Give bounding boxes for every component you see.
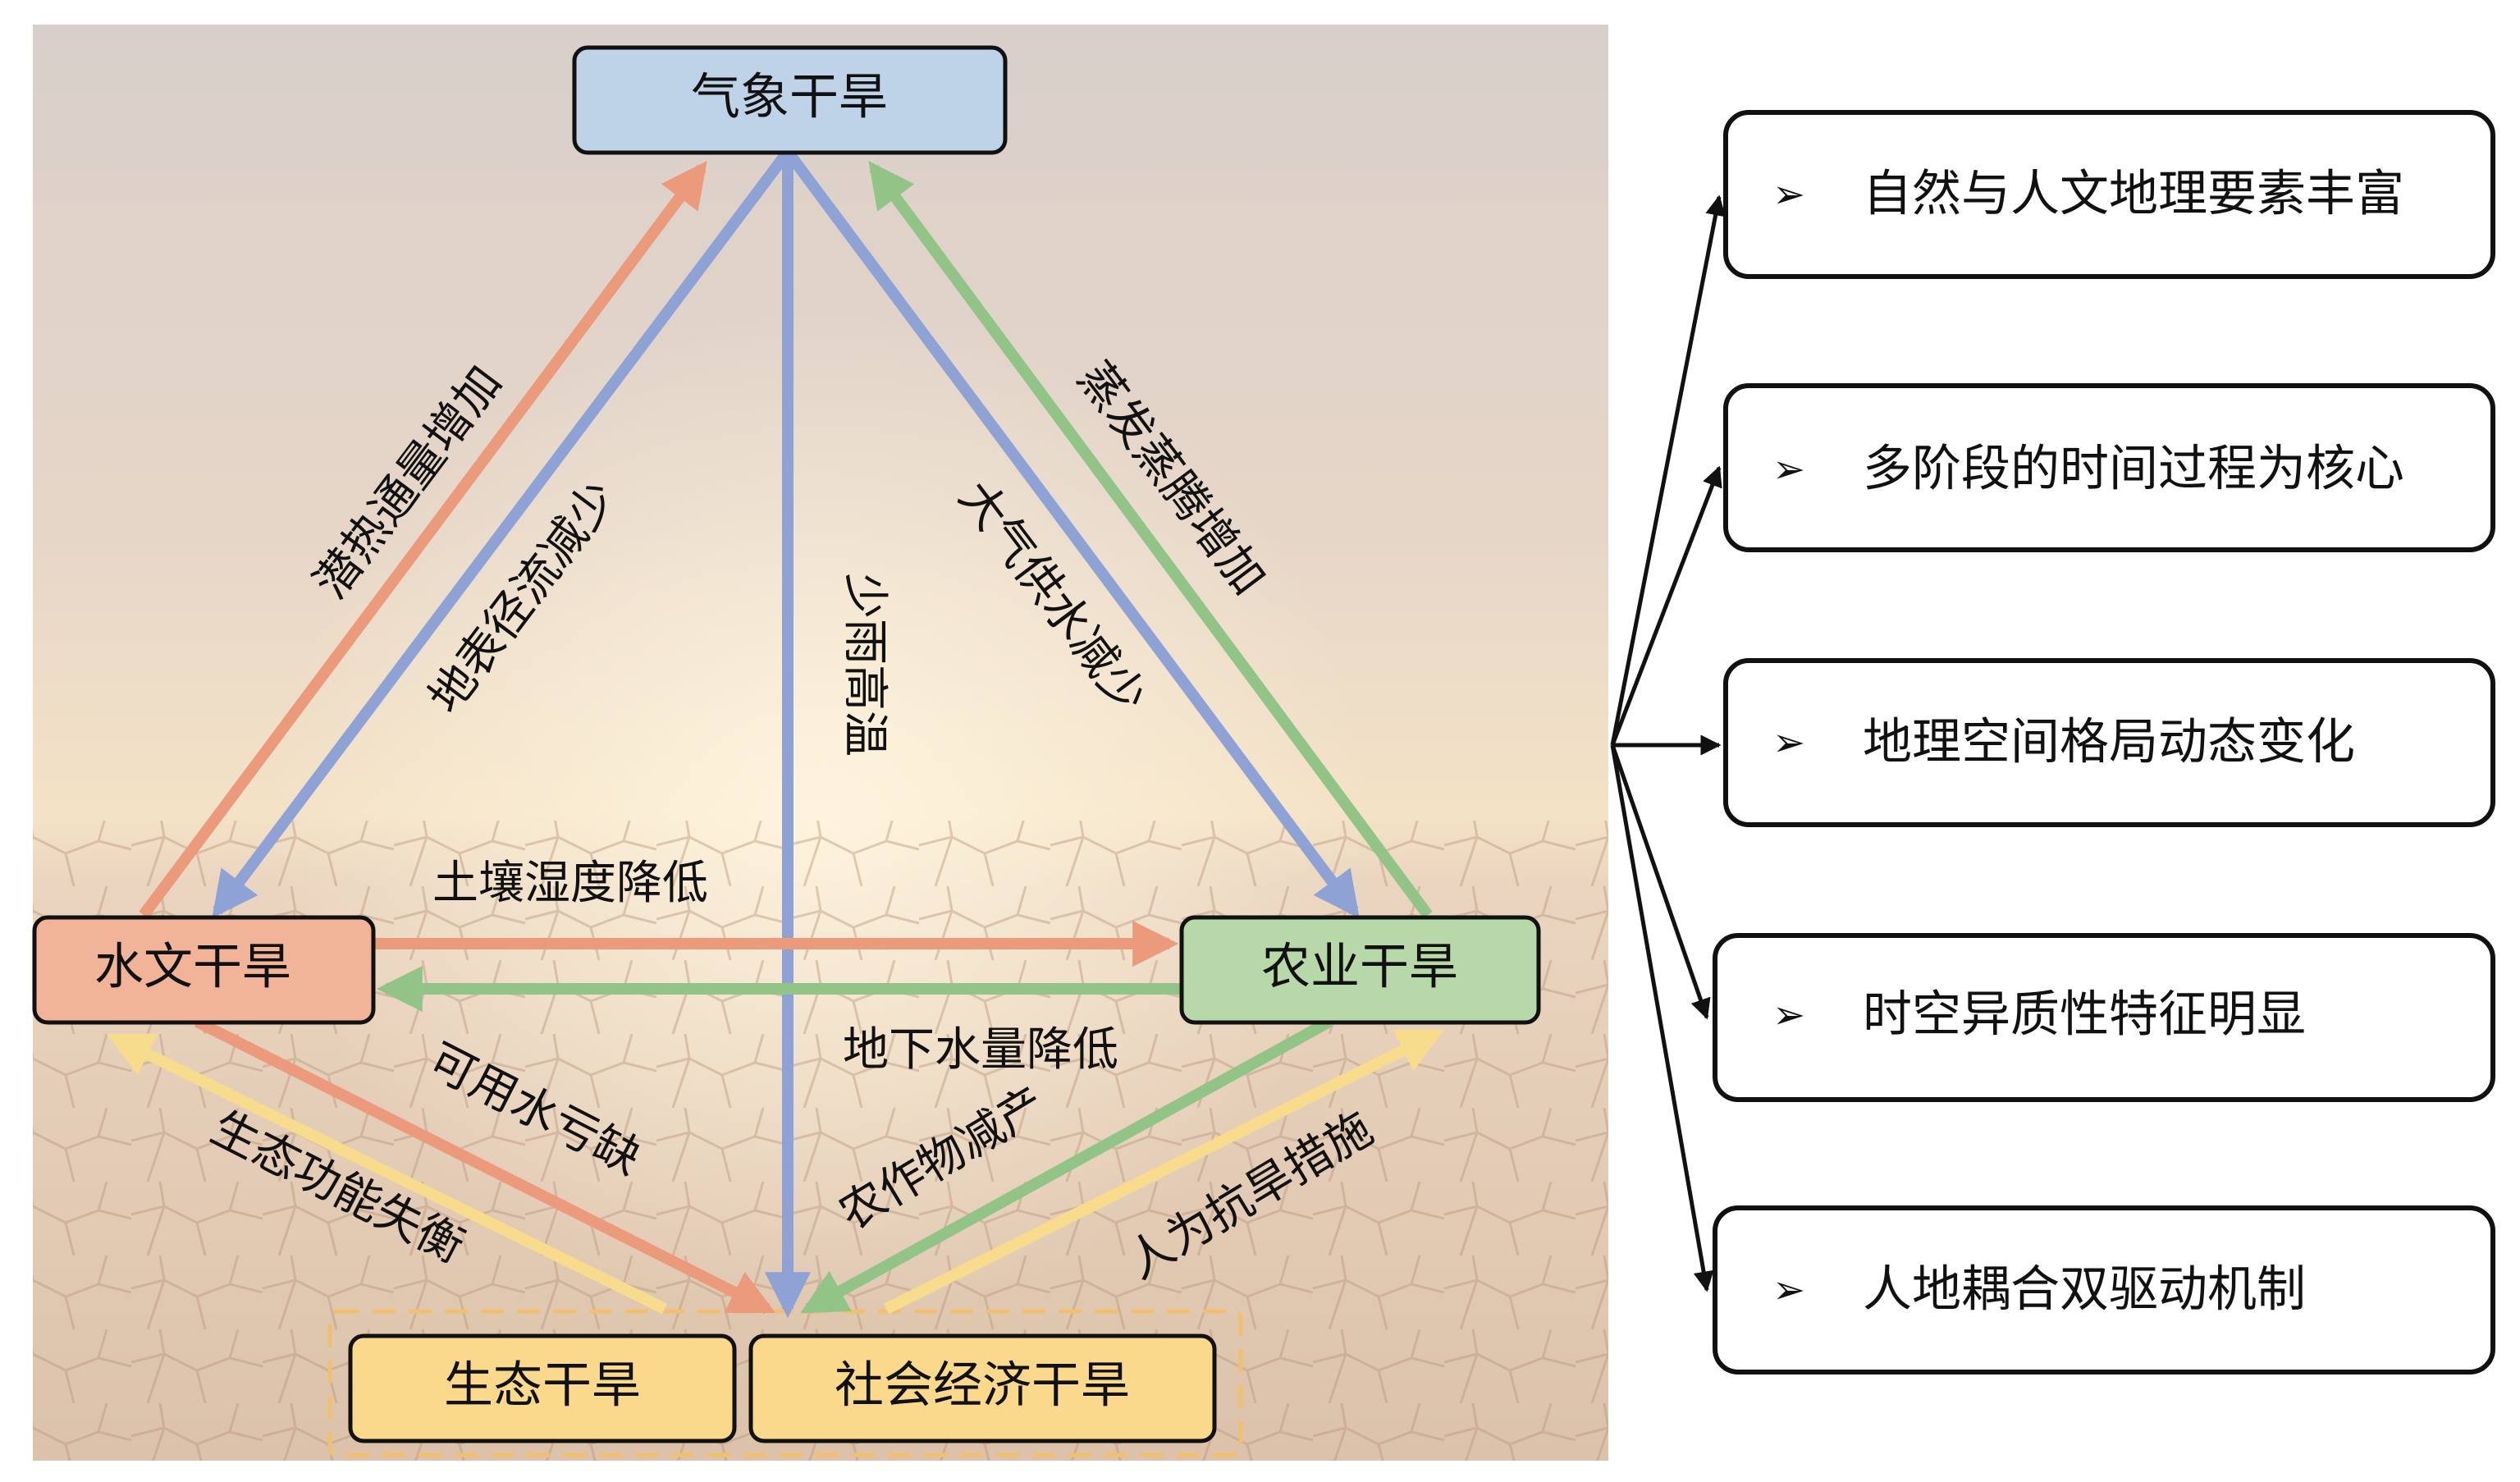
- fan-arrows: [1610, 194, 1726, 1292]
- node-ecological-label: 生态干旱: [444, 1357, 641, 1415]
- feature-box-3: ➢ 地理空间格局动态变化: [1723, 658, 2495, 827]
- bullet-icon: ➢: [1772, 720, 1805, 766]
- node-meteorological: 气象干旱: [572, 45, 1008, 155]
- node-socioeconomic: 社会经济干旱: [748, 1333, 1217, 1443]
- node-hydrological-label: 水文干旱: [94, 939, 291, 996]
- arrow-socio-to-agri: [883, 1028, 1445, 1315]
- bullet-icon: ➢: [1772, 992, 1805, 1038]
- feature-box-2: ➢ 多阶段的时间过程为核心: [1723, 383, 2495, 552]
- node-socioeconomic-label: 社会经济干旱: [835, 1357, 1130, 1415]
- feature-text-1: 自然与人文地理要素丰富: [1863, 166, 2404, 223]
- label-less-rain: 少雨高温: [838, 573, 891, 757]
- fan-arrow-5: [1610, 744, 1714, 1292]
- feature-box-5: ➢ 人地耦合双驱动机制: [1713, 1205, 2495, 1375]
- feature-text-3: 地理空间格局动态变化: [1863, 714, 2355, 771]
- arrow-agri-to-meteo: [868, 161, 1433, 919]
- bullet-icon: ➢: [1772, 172, 1805, 217]
- arrow-meteo-to-agri: [783, 148, 1360, 918]
- bullet-icon: ➢: [1772, 446, 1805, 492]
- fan-arrow-1: [1610, 194, 1726, 746]
- arrow-meteo-to-hydro: [212, 148, 793, 918]
- feature-text-5: 人地耦合双驱动机制: [1863, 1261, 2306, 1319]
- feature-text-4: 时空异质性特征明显: [1863, 986, 2306, 1044]
- feature-text-2: 多阶段的时间过程为核心: [1863, 441, 2404, 498]
- node-agricultural-label: 农业干旱: [1261, 939, 1458, 996]
- arrow-hydro-to-lower: [194, 1016, 776, 1315]
- label-soil-moisture: 土壤湿度降低: [432, 857, 708, 910]
- arrow-agri-to-lower: [800, 1016, 1333, 1315]
- fan-arrow-2: [1610, 465, 1722, 746]
- node-meteorological-label: 气象干旱: [691, 69, 888, 126]
- feature-box-1: ➢ 自然与人文地理要素丰富: [1723, 110, 2495, 279]
- fan-arrow-4: [1610, 744, 1711, 1020]
- label-groundwater: 地下水量降低: [843, 1023, 1118, 1077]
- background-panel: [33, 25, 1608, 1461]
- arrow-hydro-to-meteo: [139, 161, 707, 919]
- node-hydrological: 水文干旱: [32, 915, 376, 1025]
- feature-box-4: ➢ 时空异质性特征明显: [1713, 933, 2495, 1102]
- arrows: [106, 148, 1445, 1319]
- node-agricultural: 农业干旱: [1179, 915, 1541, 1025]
- bullet-icon: ➢: [1772, 1267, 1805, 1313]
- arrow-eco-to-hydro: [106, 1032, 668, 1315]
- node-ecological: 生态干旱: [348, 1333, 737, 1443]
